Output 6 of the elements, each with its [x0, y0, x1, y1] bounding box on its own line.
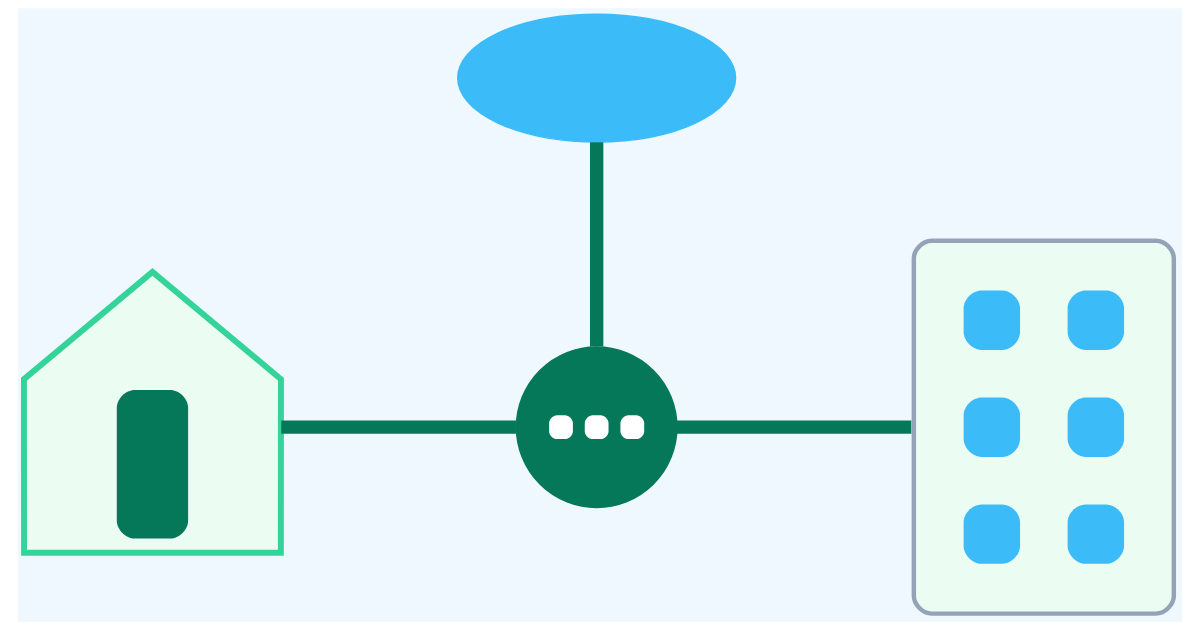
node-circle — [515, 346, 678, 509]
connector — [281, 420, 516, 434]
node-house — [20, 268, 284, 556]
connector — [677, 420, 912, 434]
connector — [589, 142, 604, 347]
node-cloud — [457, 13, 737, 143]
